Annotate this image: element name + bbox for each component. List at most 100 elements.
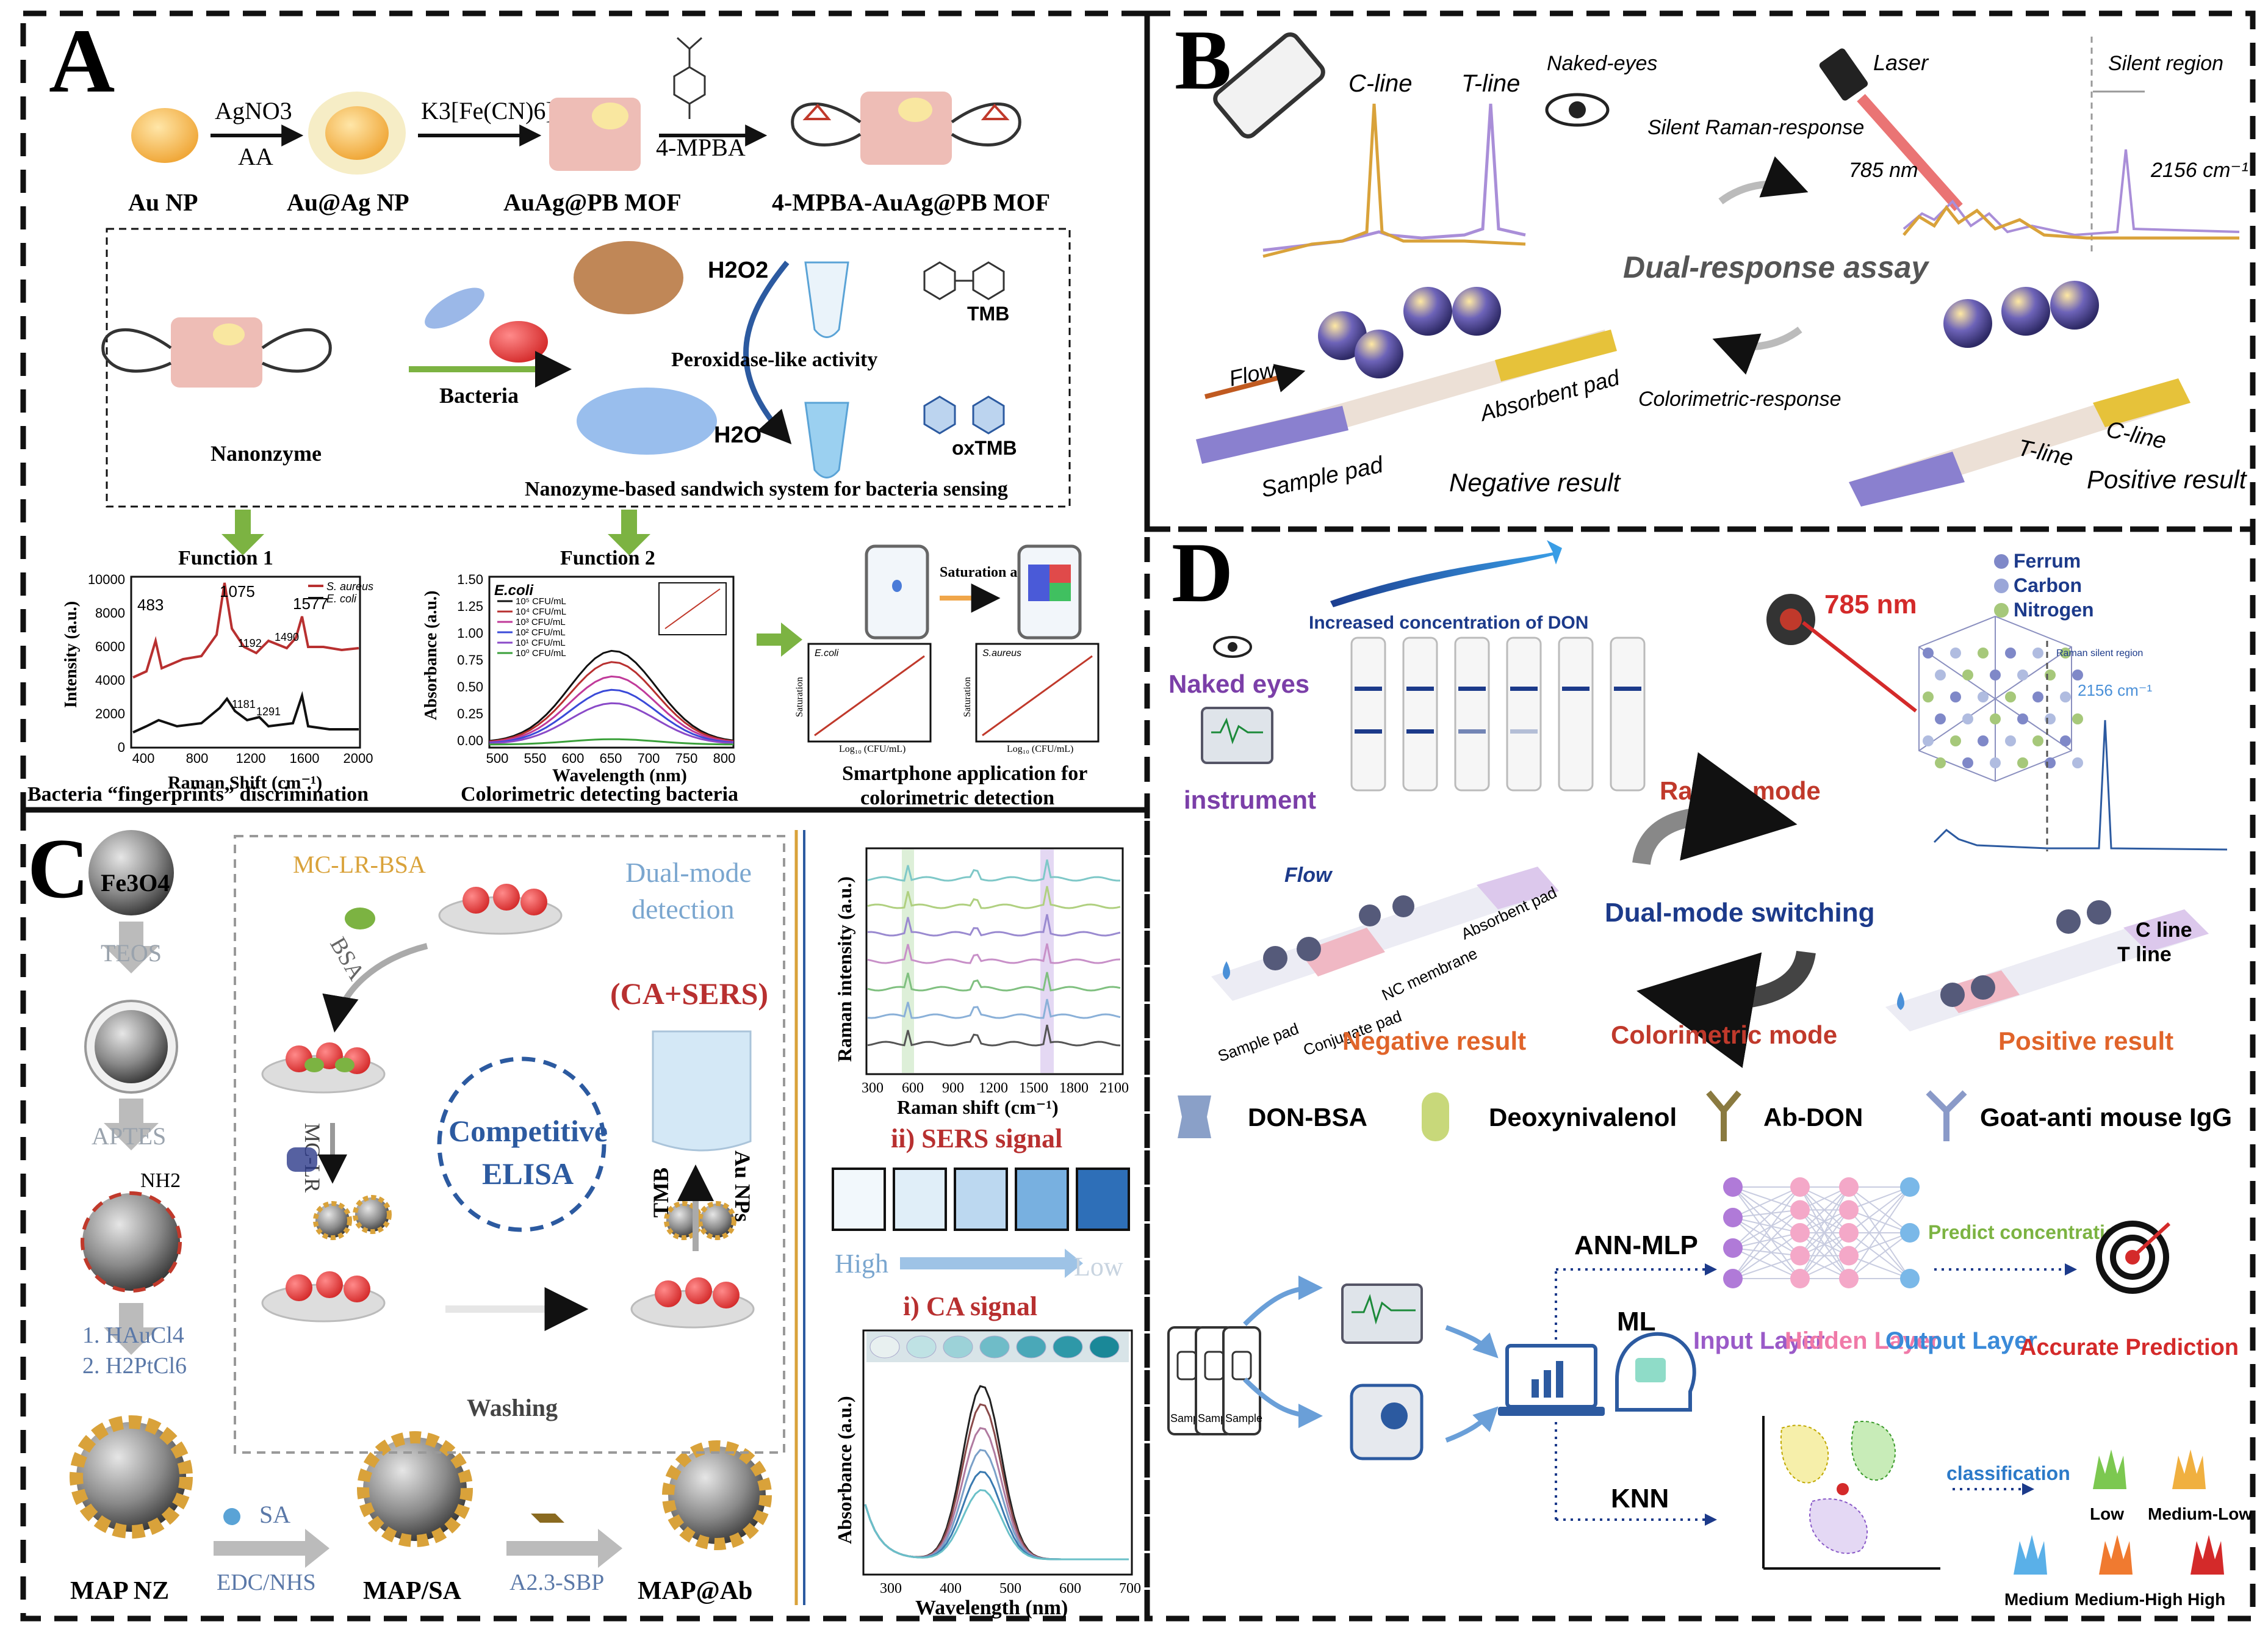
au-ag-np [325, 106, 389, 160]
test-strip [1610, 637, 1646, 792]
raman-a-ytick: 2000 [95, 706, 125, 721]
c-mapnz: MAP NZ [70, 1577, 169, 1605]
b-sample: Sample pad [1259, 452, 1386, 503]
raman-a-xtick: 1600 [290, 751, 320, 766]
abs-a-xtick: 600 [562, 751, 585, 766]
c-sers: ii) SERS signal [891, 1124, 1062, 1153]
abs-a-curve [489, 661, 734, 743]
b-laser: Laser [1873, 50, 1929, 75]
b-785nm: 785 nm [1849, 159, 1918, 182]
abs-c-xtick: 400 [940, 1581, 962, 1597]
deoxynivalenol-icon [1422, 1092, 1449, 1141]
hand-medlow-icon [2172, 1449, 2206, 1489]
d-785nm: 785 nm [1824, 590, 1917, 619]
c-haucl: 1. HAuCl4 [82, 1323, 184, 1348]
fe3o4-sphere [88, 830, 174, 915]
sers-spectrum [867, 943, 1121, 964]
mapnz-sphere [70, 1415, 193, 1539]
nn-node [1723, 1269, 1743, 1288]
abs-c-curve [864, 1385, 1129, 1561]
abs-c-xtick: 600 [1059, 1581, 1081, 1597]
c-hptcl: 2. H2PtCl6 [82, 1353, 187, 1379]
c-competitive: Competitive [448, 1114, 608, 1148]
sample-card-label: Sampl [1198, 1412, 1229, 1424]
test-strip [1402, 637, 1438, 792]
test-strip [1506, 637, 1542, 792]
sers-spectrum [867, 886, 1121, 909]
oxtmb-molecule-icon [923, 395, 1005, 435]
d-raman-mode: Raman mode [1660, 776, 1821, 805]
d-input: Input Layer [1693, 1327, 1825, 1354]
d-legend-3: Goat-anti mouse IgG [1980, 1103, 2232, 1132]
nn-node [1839, 1223, 1859, 1243]
d-instrument: instrument [1184, 785, 1316, 814]
c-a23: A2.3-SBP [509, 1570, 604, 1595]
d-class-1: Medium-Low [2148, 1504, 2252, 1523]
abs-a-legend-item: 10² CFU/mL [516, 627, 566, 638]
sers-spectrum [867, 1024, 1121, 1047]
caption-colorimetric: Colorimetric detecting bacteria [461, 783, 738, 806]
phone-icon-b [1213, 32, 1325, 139]
nn-node [1723, 1208, 1743, 1227]
c-dualmode: Dual-mode [625, 857, 752, 888]
raman-peak-1181: 1181 [232, 698, 256, 710]
test-strip [1558, 637, 1594, 792]
sers-xtick: 600 [902, 1080, 924, 1096]
d-increased: Increased concentration of DON [1309, 613, 1588, 633]
c-aptes: APTES [92, 1122, 166, 1150]
raman-peak-1490: 1490 [275, 631, 299, 643]
b-positive: Positive result [2087, 465, 2248, 494]
raman-peak-1192: 1192 [238, 637, 262, 649]
abs-a-ytick: 0.00 [457, 733, 483, 748]
raman-peak-1291: 1291 [256, 706, 281, 718]
abs-a-legend-item: 10¹ CFU/mL [516, 638, 566, 648]
b-negative: Negative result [1449, 468, 1621, 497]
abs-a-title: E.coli [494, 582, 534, 599]
d-class-3: Medium-High [2075, 1590, 2183, 1609]
abs-a-ytick: 1.25 [457, 599, 483, 614]
sat2-xlabel: Log₁₀ (CFU/mL) [1007, 744, 1073, 754]
d-accurate: Accurate Prediction [2020, 1335, 2239, 1360]
abs-c-curve [864, 1489, 1129, 1561]
panel-d: D Increased concentration of DON Naked e… [1167, 525, 2252, 1609]
c-casers: (CA+SERS) [610, 976, 768, 1011]
laser-icon [1819, 48, 1868, 101]
sat2-ylabel: Saturation [962, 677, 973, 717]
don-bsa-icon [1178, 1095, 1211, 1138]
abs-a-ytick: 0.25 [457, 706, 483, 721]
tube-icon [804, 261, 849, 338]
abs-a-curve [489, 688, 734, 744]
abs-a-legend-item: 10³ CFU/mL [516, 617, 566, 627]
b-tline: T-line [1461, 70, 1520, 97]
b-negative-strip [1196, 287, 1617, 464]
knn-purple-cluster [1809, 1498, 1868, 1554]
raman-saureus-line [132, 582, 359, 679]
reagent-agno3: AgNO3 [215, 97, 292, 125]
panel-borders [20, 10, 2256, 1622]
panel-c: C Fe3O4 TEOS APTES NH2 1. HAuCl4 2. H2Pt… [27, 821, 1141, 1619]
hand-medhigh-icon [2099, 1535, 2133, 1575]
b-purple-spectrum [1262, 103, 1526, 252]
abs-a-xlabel: Wavelength (nm) [552, 765, 687, 785]
b-2156: 2156 cm⁻¹ [2150, 159, 2248, 182]
raman-a-xtick: 1200 [236, 751, 266, 766]
label-function2: Function 2 [560, 547, 655, 569]
knn-green-cluster [1851, 1421, 1896, 1481]
abs-a-curve [489, 649, 734, 742]
increase-arrow [1330, 540, 1562, 607]
raman-a-xtick: 800 [186, 751, 209, 766]
abs-c-xtick: 500 [999, 1581, 1021, 1597]
d-negative: Negative result [1342, 1027, 1526, 1055]
c-raman-ylabel: Raman intensity (a.u.) [833, 876, 855, 1062]
label-bacteria: Bacteria [439, 383, 519, 408]
competitive-circle [437, 1056, 607, 1232]
nn-node [1900, 1177, 1920, 1197]
tmb-molecule-icon [923, 261, 1005, 300]
raman-a-xtick: 2000 [344, 751, 373, 766]
d-predict: Predict concentration [1928, 1221, 2129, 1243]
panel-c-letter: C [27, 821, 89, 916]
